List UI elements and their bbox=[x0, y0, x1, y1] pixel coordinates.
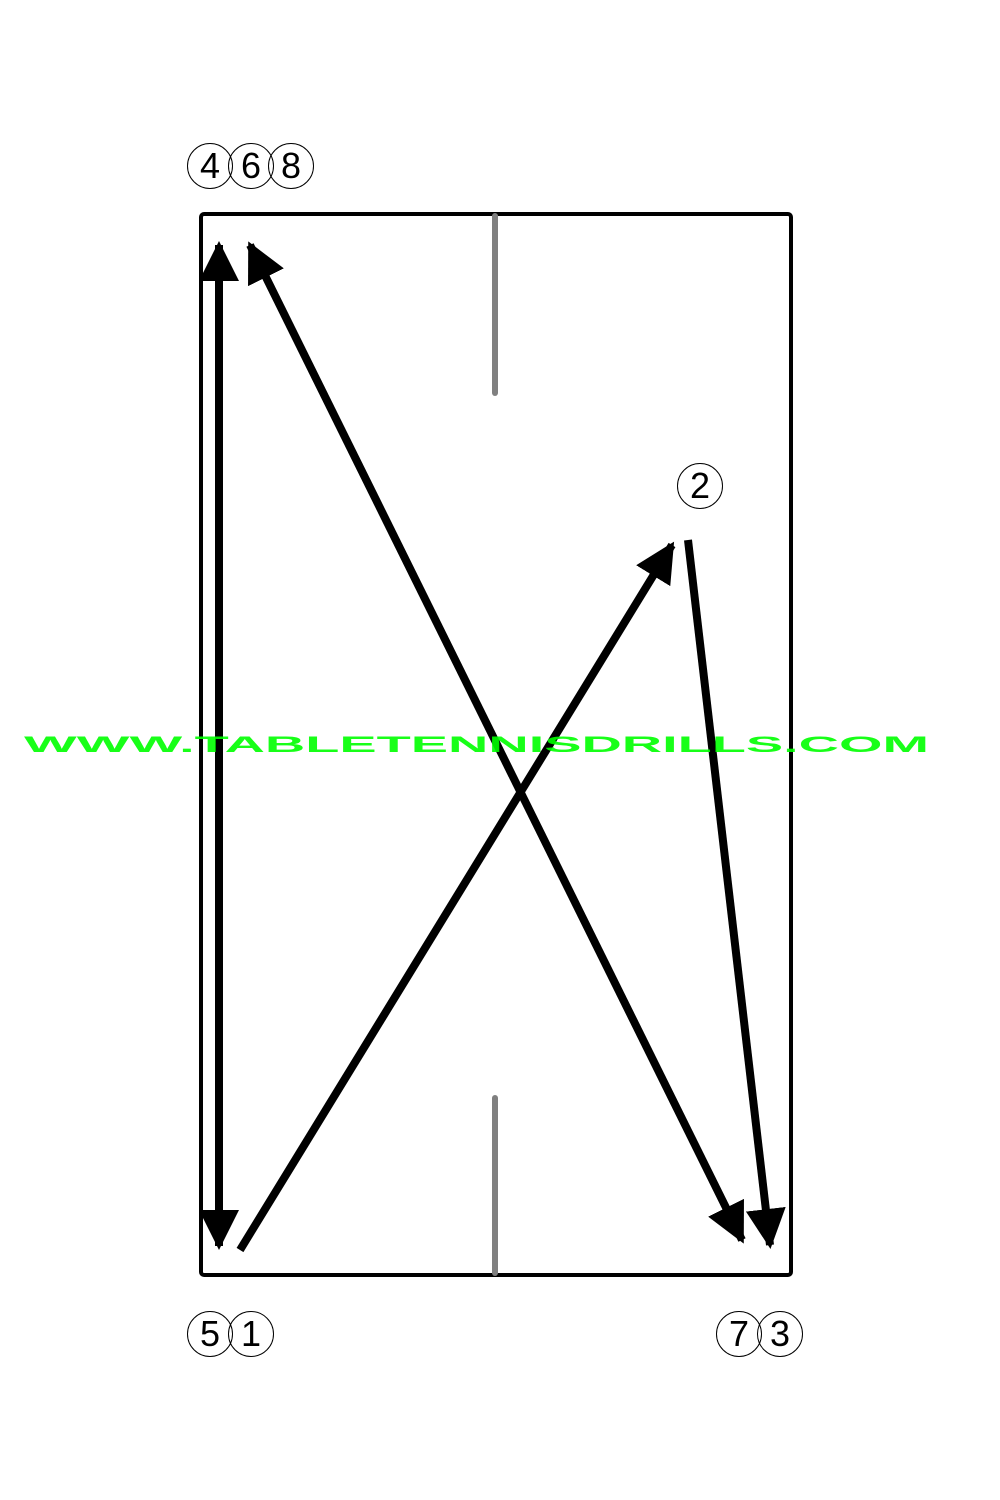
arrow-3-to-4 bbox=[246, 241, 746, 1244]
shot-number-8: 8 bbox=[268, 143, 314, 189]
shot-number-4: 4 bbox=[187, 143, 233, 189]
shot-number-5: 5 bbox=[187, 1311, 233, 1357]
watermark: WWW.TABLETENNISDRILLS.COM bbox=[24, 728, 934, 758]
shot-number-3: 3 bbox=[757, 1311, 803, 1357]
watermark-text: WWW.TABLETENNISDRILLS.COM bbox=[24, 732, 929, 757]
shot-number-2: 2 bbox=[677, 463, 723, 509]
shot-number-1: 1 bbox=[228, 1311, 274, 1357]
shot-number-7: 7 bbox=[716, 1311, 762, 1357]
